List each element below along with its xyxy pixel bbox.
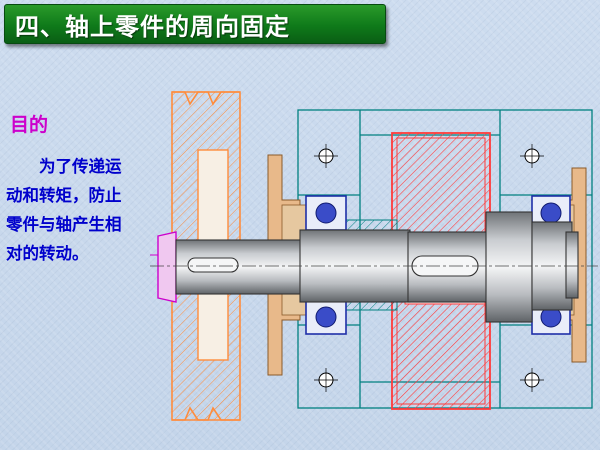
purpose-text: 为了传递运动和转矩，防止零件与轴产生相对的转动。 [6,157,122,263]
pulley-key [187,257,239,273]
slide-title: 四、轴上零件的周向固定 [15,12,290,41]
purpose-heading: 目的 [10,114,49,136]
bolt-hole-centerlines [314,144,544,392]
spacer-sleeve [344,219,398,231]
left-bearing [305,195,347,335]
title-banner: 四、轴上零件的周向固定 [4,4,386,44]
shaft-end-washer [157,231,177,303]
